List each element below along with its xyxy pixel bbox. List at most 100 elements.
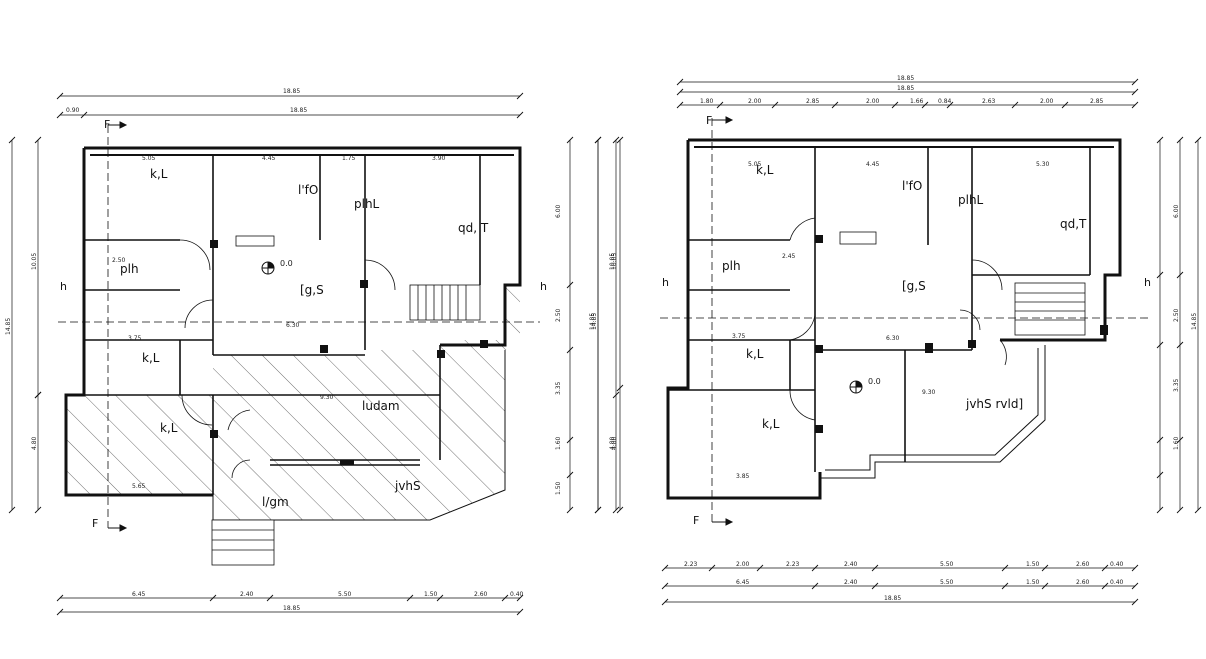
right-level-value: 0.0 — [868, 377, 881, 386]
right-dim-bottom-row1-0: 2.23 — [684, 561, 698, 568]
right-dim-bottom-row2-4: 2.60 — [1076, 579, 1090, 586]
left-dim-line-bottom-1-tick-5 — [501, 594, 509, 602]
right-dim-line-right-2-tick-4 — [1176, 506, 1184, 514]
right-dim-inner-4: 3.75 — [732, 333, 746, 340]
right-dim-line-top-3-tick-2 — [771, 101, 779, 109]
left-dim-line-bottom-1-tick-6 — [516, 594, 524, 602]
left-dim-bottom-overall: 18.85 — [283, 605, 300, 612]
left-room-kl-low: k,L — [160, 421, 178, 435]
left-dim-line-bottom-1-tick-0 — [56, 594, 64, 602]
right-dim-inner-1: 5.05 — [748, 161, 762, 168]
left-room-kl-mid: k,L — [142, 351, 160, 365]
right-dim-left-total: 14.85 — [589, 313, 596, 330]
right-dim-line-bottom-2-tick-4 — [1041, 582, 1049, 590]
right-dim-line-bottom-1-tick-4 — [871, 564, 879, 572]
right-dim-line-top-2-tick-0 — [676, 88, 684, 96]
right-dim-bottom-row1-7: 0.40 — [1110, 561, 1124, 568]
left-interior-walls — [66, 156, 481, 495]
left-dim-top-1: 18.85 — [283, 88, 300, 95]
right-dim-line-bottom-2-tick-6 — [1131, 582, 1139, 590]
right-room-kl-mid: k,L — [746, 347, 764, 361]
left-dim-top-2: 18.85 — [290, 107, 307, 114]
left-dim-inner-6: 6.30 — [286, 322, 300, 329]
right-dim-line-right-3-tick-1 — [1194, 506, 1202, 514]
left-dim-line-top-1-tick-1 — [516, 92, 524, 100]
right-dim-line-right-1-tick-0 — [1156, 136, 1164, 144]
left-dim-line-top-2-tick-2 — [516, 111, 524, 119]
right-dim-line-top-1-tick-0 — [676, 78, 684, 86]
left-room-lfo: l'fO — [298, 183, 318, 197]
right-dim-bottom-row2-2: 5.50 — [940, 579, 954, 586]
left-dim-left-low: 4.80 — [31, 436, 38, 450]
left-dim-bottom-3: 5.50 — [338, 591, 352, 598]
right-section-f-top: F — [706, 114, 712, 127]
right-dim-line-top-3-tick-7 — [1011, 101, 1019, 109]
left-dim-right-e: 1.50 — [555, 481, 562, 495]
left-dim-left-total: 14.85 — [5, 318, 12, 335]
left-dim-line-bottom-1-tick-2 — [266, 594, 274, 602]
right-dim-bottom-row1-2: 2.23 — [786, 561, 800, 568]
left-dim-line-bottom-2-tick-0 — [56, 608, 64, 616]
right-section-h-left: h — [662, 276, 669, 289]
left-dim-line-right-1-tick-4 — [566, 471, 574, 479]
right-dim-line-right-1-tick-1 — [1156, 271, 1164, 279]
right-dim-bottom-row2-1: 2.40 — [844, 579, 858, 586]
left-dim-right-c: 3.35 — [555, 381, 562, 395]
left-dim-inner-7: 9.30 — [320, 394, 334, 401]
right-dim-right-b: 2.50 — [1173, 308, 1180, 322]
right-dim-right-d: 1.60 — [1173, 436, 1180, 450]
right-dim-top-2: 18.85 — [897, 85, 914, 92]
right-dim-line-right-1-tick-5 — [1156, 506, 1164, 514]
left-stairs — [211, 284, 481, 566]
right-dim-right-total: 14.85 — [1191, 313, 1198, 330]
left-dim-left-part: 10.05 — [31, 253, 38, 270]
right-dim-bottom-row1-5: 1.50 — [1026, 561, 1040, 568]
right-dim-line-right-3-tick-0 — [1194, 136, 1202, 144]
right-dim-line-left-1-tick-0 — [594, 136, 602, 144]
right-dim-inner-3: 5.30 — [1036, 161, 1050, 168]
right-dim-line-right-2-tick-1 — [1176, 271, 1184, 279]
left-dim-inner-8: 5.65 — [132, 483, 146, 490]
left-dim-line-bottom-1-tick-3 — [406, 594, 414, 602]
left-dim-inner-5: 3.75 — [128, 335, 142, 342]
left-terrace-outline — [212, 350, 506, 521]
left-doors — [179, 235, 396, 479]
left-level-value: 0.0 — [280, 259, 293, 268]
left-dim-bottom-5: 2.60 — [474, 591, 488, 598]
left-dim-line-right-1-tick-1 — [566, 281, 574, 289]
left-room-kl-top: k,L — [150, 167, 168, 181]
left-section-f-bottom: F — [92, 517, 98, 530]
left-room-qd: qd, T — [458, 221, 489, 235]
right-dim-line-top-3-tick-4 — [891, 101, 899, 109]
left-section-h-right: h — [540, 280, 547, 293]
right-dim-left-low: 4.80 — [611, 436, 618, 450]
right-dim-top-row-4: 1.66 — [910, 98, 924, 105]
right-dim-inner-2: 4.45 — [866, 161, 880, 168]
right-dim-bottom-overall: 18.85 — [884, 595, 901, 602]
left-dim-inner-1: 5.05 — [142, 155, 156, 162]
right-dim-line-right-1-tick-3 — [1156, 436, 1164, 444]
left-dim-line-right-1-tick-2 — [566, 346, 574, 354]
right-dim-line-right-1-tick-4 — [1156, 471, 1164, 479]
right-dim-top-row-6: 2.63 — [982, 98, 996, 105]
right-dim-line-top-3-tick-1 — [716, 101, 724, 109]
right-dim-line-top-1-tick-1 — [1131, 78, 1139, 86]
left-dim-line-left-2-tick-0 — [34, 136, 42, 144]
left-section-f-top: F — [104, 118, 110, 131]
right-dim-line-right-1-tick-2 — [1156, 341, 1164, 349]
left-dim-right-f: 10.05 — [609, 253, 616, 270]
right-dim-inner-6: 9.30 — [922, 389, 936, 396]
right-dim-line-bottom-1-tick-6 — [1041, 564, 1049, 572]
left-dim-inner-3: 1.75 — [342, 155, 356, 162]
left-room-ludam: ludam — [362, 399, 400, 413]
right-dim-bottom-row1-6: 2.60 — [1076, 561, 1090, 568]
right-outer-wall-inner — [694, 146, 1114, 148]
left-room-plhl: plhL — [354, 197, 380, 211]
right-dim-bottom-row1-4: 5.50 — [940, 561, 954, 568]
left-dim-right-g: 4.80 — [609, 436, 616, 450]
left-dim-line-right-1-tick-5 — [566, 506, 574, 514]
right-dim-line-bottom-3-tick-0 — [661, 598, 669, 606]
right-dim-line-top-3-tick-6 — [946, 101, 954, 109]
right-dim-line-left-1-tick-1 — [594, 506, 602, 514]
right-outer-wall-2 — [666, 140, 822, 500]
